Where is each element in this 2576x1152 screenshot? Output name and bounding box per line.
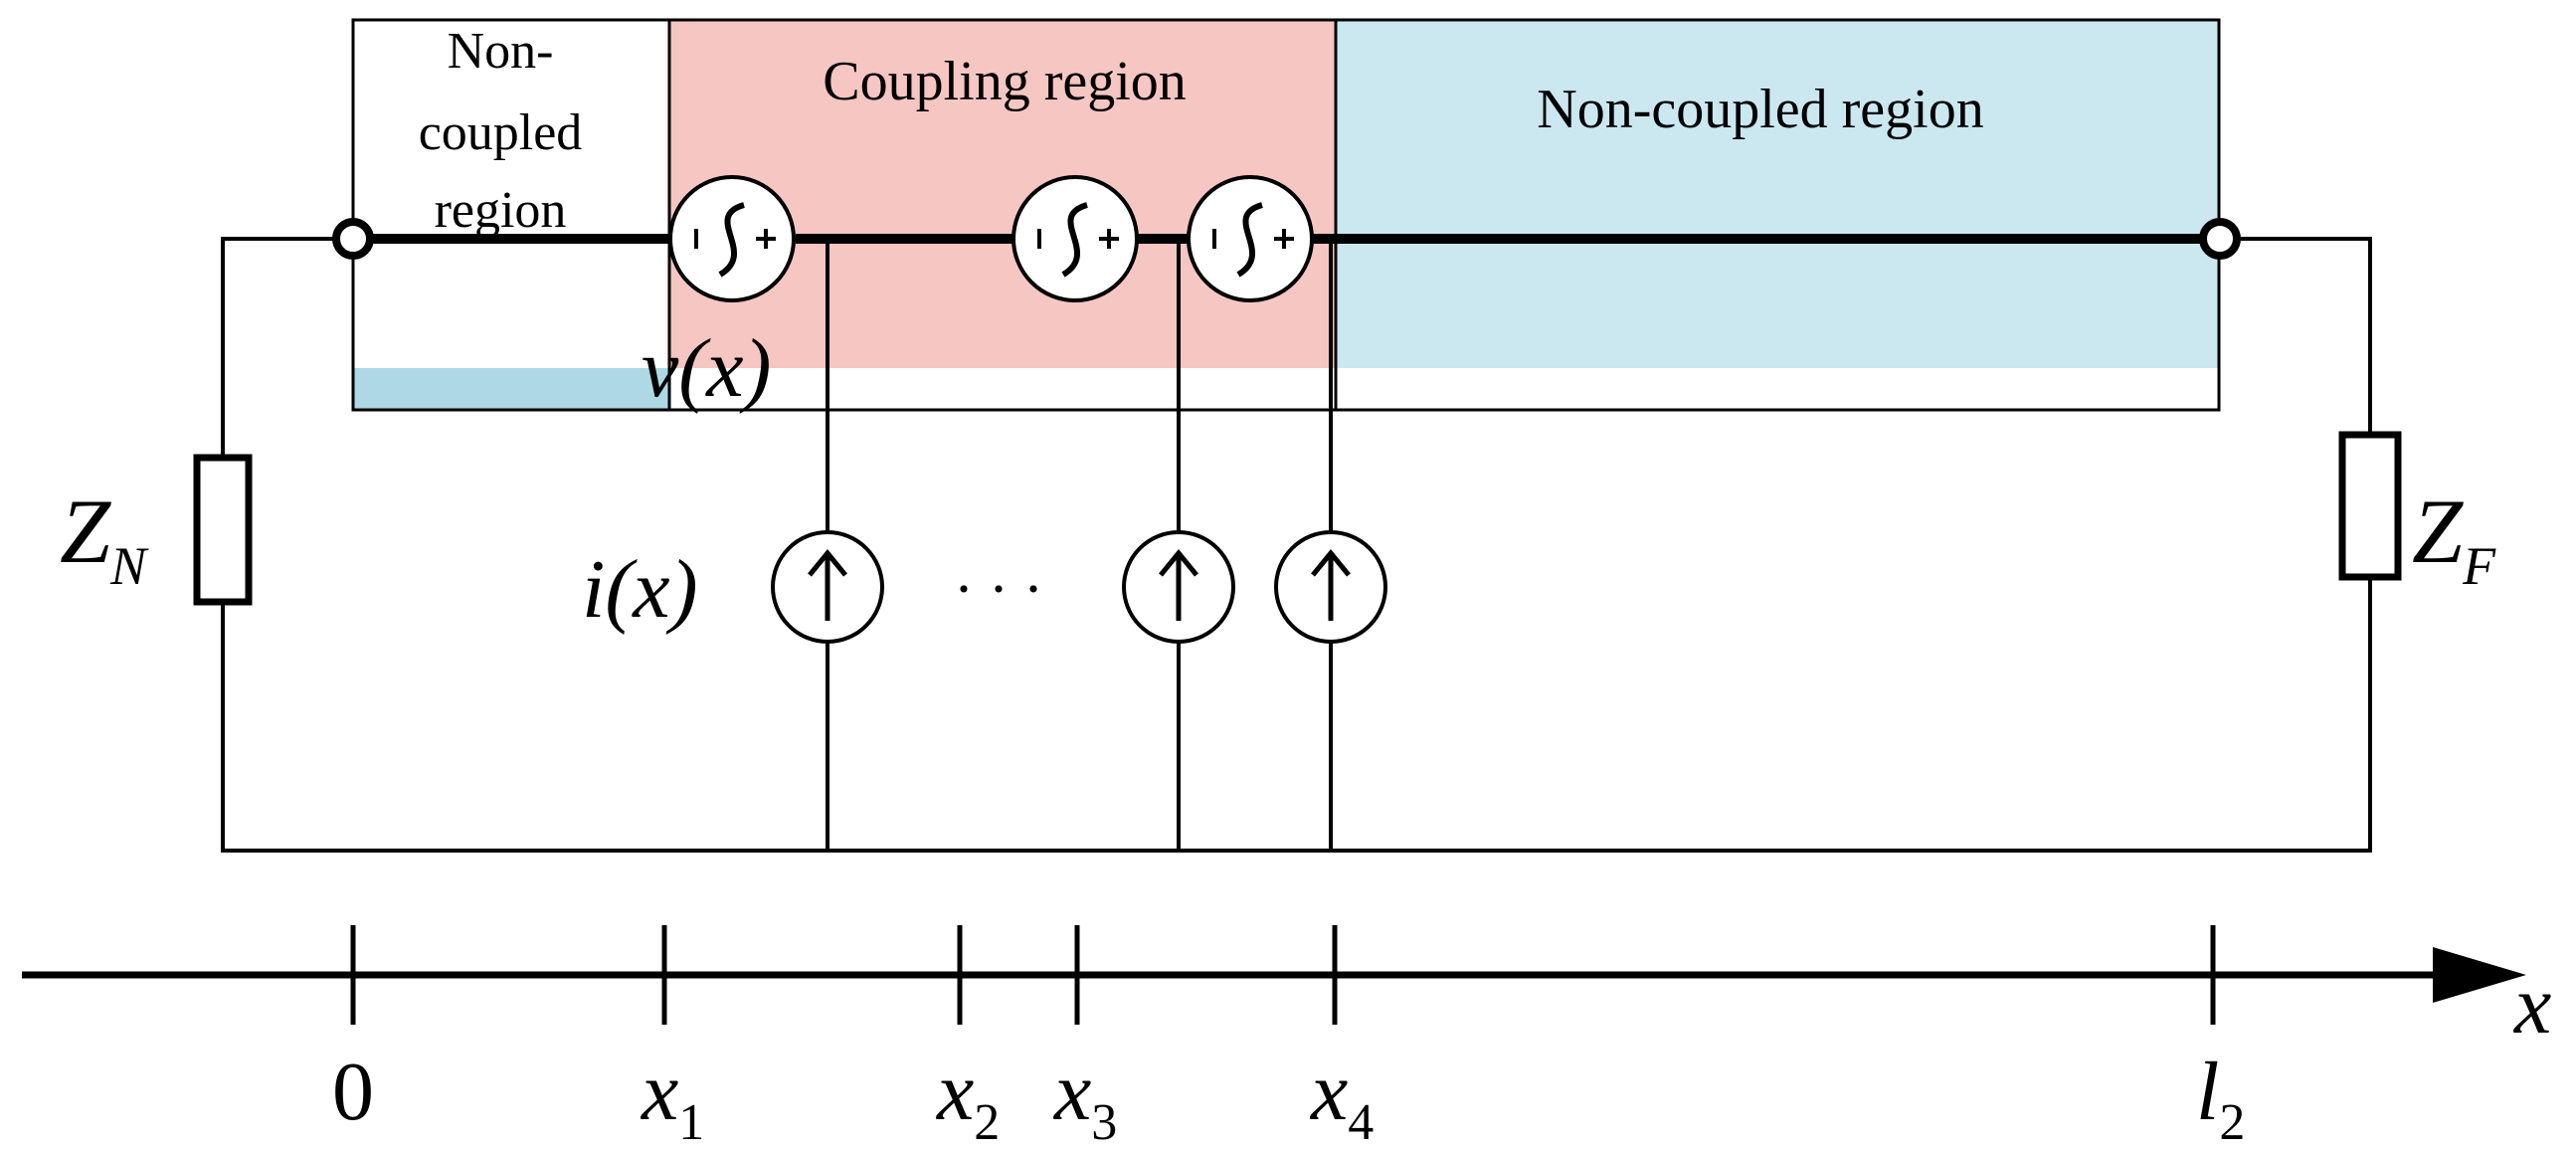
tick-label-x1: x1	[640, 1046, 704, 1151]
axis-variable-label: x	[2512, 959, 2551, 1052]
current-source-arrow-icon	[771, 530, 884, 644]
tick-label-l2: l2	[2196, 1046, 2245, 1151]
coupling-region-label: Coupling region	[823, 51, 1187, 112]
tick-label-x4: x4	[1309, 1046, 1374, 1151]
impedance-near-label: ZN	[60, 480, 149, 596]
region-outline	[351, 18, 2221, 412]
tick-label-x3: x3	[1052, 1046, 1117, 1151]
left-region-blue-strip	[353, 368, 669, 410]
ac-voltage-source-icon	[668, 175, 796, 302]
resistor-icon	[2338, 431, 2402, 581]
x-axis	[22, 925, 2526, 1025]
ellipsis-dots: · · ·	[954, 556, 1043, 622]
left-region-label-line2: coupled	[419, 104, 583, 161]
current-source-arrow-icon	[1274, 530, 1387, 644]
voltage-source-label: v(x)	[642, 322, 772, 415]
current-source-label: i(x)	[582, 543, 698, 636]
left-region-label-line1: Non-	[448, 23, 554, 80]
impedance-far-label: ZF	[2412, 480, 2496, 596]
ac-voltage-source-icon	[1187, 175, 1314, 302]
resistor-icon	[193, 454, 253, 606]
left-region-label-line3: region	[435, 182, 567, 239]
right-noncoupled-region-fill	[1336, 20, 2219, 368]
outer-circuit-wires	[221, 237, 2372, 853]
ac-voltage-source-icon	[1012, 175, 1139, 302]
current-source-arrow-icon	[1122, 530, 1235, 644]
tick-label-x2: x2	[935, 1046, 1000, 1151]
axis-arrow-icon	[2433, 947, 2526, 1003]
terminal-node-icon	[332, 218, 374, 260]
left-noncoupled-region	[353, 20, 669, 410]
terminal-node-icon	[2199, 218, 2241, 260]
tick-label-0: 0	[332, 1046, 374, 1138]
right-region-label: Non-coupled region	[1537, 79, 1983, 140]
